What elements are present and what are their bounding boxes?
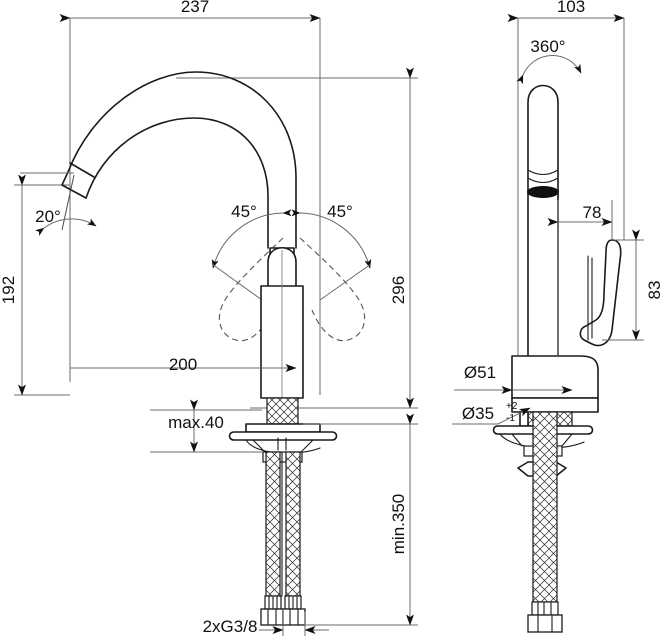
- dimension-237: [59, 14, 321, 395]
- angle-45-right: [291, 209, 372, 301]
- label-2xG38: 2xG3/8: [203, 617, 258, 636]
- dimension-78: [547, 200, 613, 356]
- dimension-2xG38: [259, 609, 329, 636]
- label-200: 200: [169, 355, 197, 374]
- label-237: 237: [181, 0, 209, 16]
- label-360-degree: 360°: [530, 37, 565, 56]
- label-192: 192: [0, 276, 18, 304]
- label-diameter-35-tolerance-lower: -1: [506, 413, 515, 424]
- label-296: 296: [389, 276, 408, 304]
- label-103: 103: [557, 0, 585, 16]
- dimension-max40: [150, 399, 262, 453]
- angle-20-degree: [20, 172, 97, 236]
- spout-outline: [61, 71, 297, 249]
- dimension-diameter-35: [452, 407, 531, 425]
- dimension-min350: [303, 413, 418, 626]
- dimension-83: [602, 229, 644, 341]
- dimension-103: [507, 14, 625, 410]
- angle-360-degree: [516, 55, 582, 85]
- label-45-degree-right: 45°: [327, 202, 353, 221]
- label-diameter-35-tolerance-upper: +2: [506, 401, 518, 412]
- dimension-192: [14, 174, 70, 396]
- lever-alternate-positions: [218, 237, 366, 342]
- label-83: 83: [645, 281, 664, 300]
- label-min350: min.350: [389, 494, 408, 554]
- flexible-hoses-left: [260, 451, 306, 626]
- angle-45-left: [211, 209, 292, 301]
- label-diameter-35: Ø35: [462, 404, 494, 423]
- spout-side-profile: [527, 84, 559, 399]
- label-45-degree-left: 45°: [231, 202, 257, 221]
- label-78: 78: [583, 203, 602, 222]
- flexible-hose-side: [527, 411, 563, 633]
- label-20-degree: 20°: [35, 207, 61, 226]
- label-max40: max.40: [168, 413, 224, 432]
- label-diameter-51: Ø51: [464, 363, 496, 382]
- label-103-holder: [548, 0, 596, 20]
